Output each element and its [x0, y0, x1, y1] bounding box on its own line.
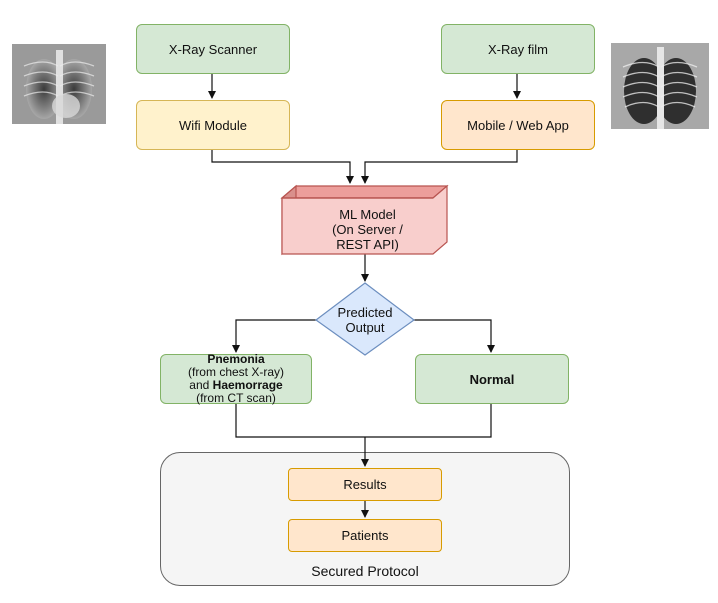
results-node: Results [288, 468, 442, 501]
arrow-decision-to-normal [414, 319, 495, 353]
arrow-app-to-model [361, 150, 518, 184]
pnemonia-source: (from chest X-ray) [187, 365, 284, 379]
patients-node: Patients [288, 519, 442, 552]
chest-xray-image [12, 44, 106, 124]
haemorrage-title: Haemorrage [212, 378, 283, 392]
pnemonia-title: Pnemonia [207, 352, 265, 366]
ml-model-line1: ML Model [339, 207, 396, 222]
arrow-wifi-to-model [211, 150, 354, 184]
and-text: and [189, 378, 210, 392]
secured-protocol-label: Secured Protocol [311, 563, 419, 579]
wifi-module-node: Wifi Module [136, 100, 290, 150]
haemorrage-source: (from CT scan) [196, 391, 276, 405]
ml-model-shape [280, 184, 449, 256]
ml-model-line2: (On Server / [332, 222, 403, 237]
ml-model-line3: REST API) [336, 237, 399, 252]
predicted-output-label: Predicted Output [316, 305, 414, 335]
predicted-output-diamond [314, 282, 416, 356]
arrow-decision-to-pnemonia [232, 319, 316, 353]
chest-xray-image [611, 43, 709, 129]
predicted-output-line1: Predicted [337, 305, 393, 320]
normal-node: Normal [415, 354, 569, 404]
mobile-web-app-node: Mobile / Web App [441, 100, 595, 150]
ml-model-label: ML Model (On Server / REST API) [300, 207, 435, 252]
xray-scanner-node: X-Ray Scanner [136, 24, 290, 74]
pnemonia-and-line: and Haemorrage [189, 379, 282, 392]
pnemonia-haemorrage-node: Pnemonia (from chest X-ray) and Haemorra… [160, 352, 312, 405]
line-pnemonia-merge [235, 403, 365, 438]
predicted-output-line2: Output [345, 320, 385, 335]
line-normal-merge [365, 403, 492, 438]
xray-film-node: X-Ray film [441, 24, 595, 74]
